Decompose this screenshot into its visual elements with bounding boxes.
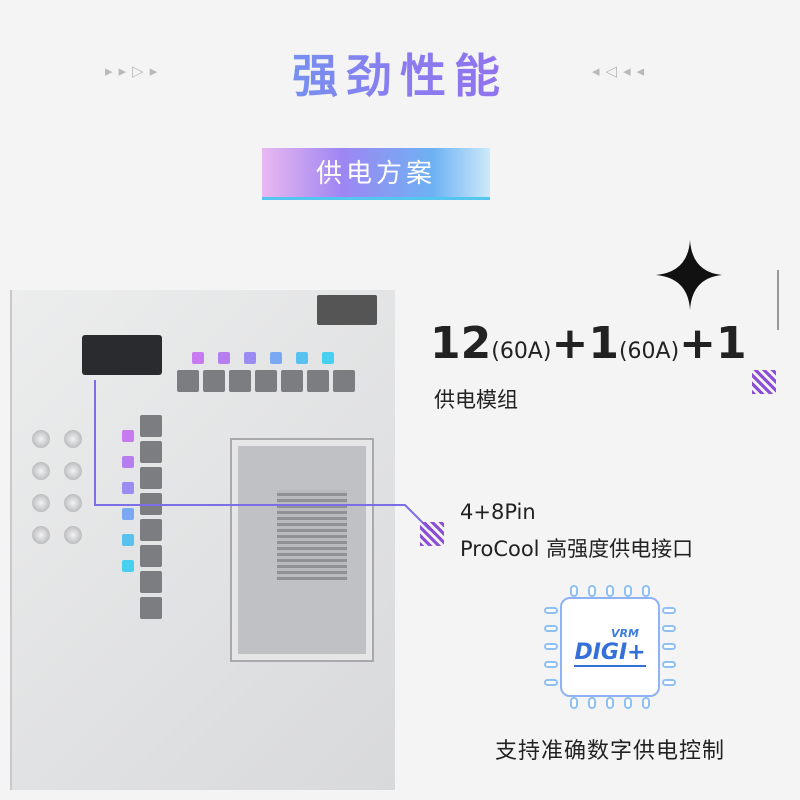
motherboard-image	[10, 290, 395, 790]
hatch-decoration	[420, 522, 444, 546]
power-connector	[82, 335, 162, 375]
connector-title: 4+8Pin	[460, 500, 536, 524]
hatch-decoration	[752, 370, 776, 394]
power-phases-spec: 12(60A)+1(60A)+1	[430, 318, 747, 369]
connector-desc: ProCool 高强度供电接口	[460, 537, 694, 561]
right-arrows-icon: ◂◁◂◂	[592, 62, 651, 80]
section-subtitle: 供电方案	[262, 148, 490, 200]
power-module-label: 供电模组	[434, 388, 518, 412]
fan-header	[317, 295, 377, 325]
digi-vrm-chip-icon: VRM DIGI+	[544, 585, 676, 709]
page-title: 强劲性能	[0, 40, 800, 106]
digi-caption: 支持准确数字供电控制	[494, 739, 725, 764]
sparkle-icon	[656, 240, 722, 310]
left-arrows-icon: ▸▸▷▸	[105, 62, 164, 80]
